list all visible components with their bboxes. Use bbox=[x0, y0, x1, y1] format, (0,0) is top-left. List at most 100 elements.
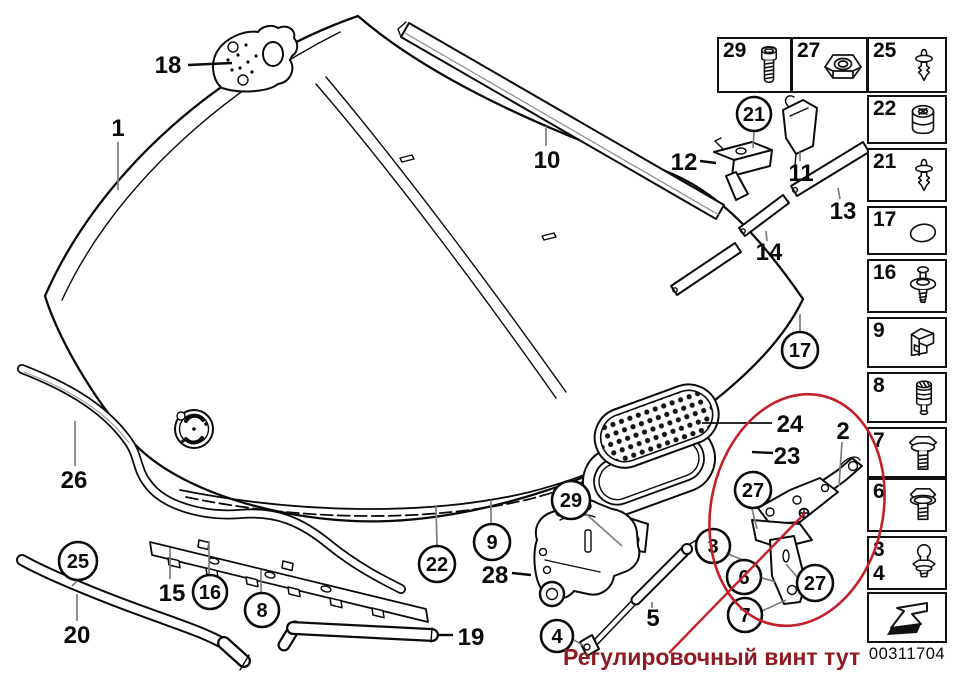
rear-seal-strip bbox=[397, 21, 725, 220]
flange-bolt-washer-icon bbox=[909, 487, 937, 521]
callout-10[interactable]: 10 bbox=[534, 147, 561, 174]
red-annotation-text: Регулировочный винт тут bbox=[563, 644, 861, 670]
callout-8[interactable]: 8 bbox=[243, 591, 281, 629]
callout-29[interactable]: 29 bbox=[550, 479, 592, 521]
callout-11[interactable]: 11 bbox=[788, 160, 813, 187]
bracket-12 bbox=[713, 137, 773, 201]
callout-6[interactable]: 6 bbox=[725, 558, 763, 596]
legend-cell-3-4[interactable]: 3 4 bbox=[867, 536, 947, 590]
callout-7[interactable]: 7 bbox=[726, 596, 764, 634]
legend-cell-21[interactable]: 21 bbox=[867, 148, 947, 202]
callout-2[interactable]: 2 bbox=[836, 418, 849, 445]
hood-emblem bbox=[174, 409, 214, 449]
doc-arrow-icon bbox=[887, 601, 928, 635]
callout-15[interactable]: 15 bbox=[159, 580, 186, 607]
legend-cell-16[interactable]: 16 bbox=[867, 259, 947, 313]
side-seal-strips bbox=[670, 141, 870, 296]
ball-stud-icon bbox=[912, 544, 936, 578]
callout-21[interactable]: 21 bbox=[735, 95, 773, 133]
svg-text:29: 29 bbox=[560, 490, 582, 512]
callout-27-upper[interactable]: 27 bbox=[733, 470, 773, 510]
bump-stop-icon bbox=[915, 379, 933, 415]
tube-20 bbox=[16, 554, 251, 671]
hinge-plate-18 bbox=[212, 24, 299, 93]
callout-23[interactable]: 23 bbox=[774, 443, 801, 470]
hood-slot bbox=[541, 232, 557, 241]
legend-num: 9 bbox=[873, 319, 885, 342]
legend-num: 8 bbox=[873, 374, 885, 397]
callout-14[interactable]: 14 bbox=[756, 239, 783, 266]
callout-13[interactable]: 13 bbox=[830, 198, 857, 225]
legend-cell-25[interactable]: 25 bbox=[867, 37, 947, 93]
svg-text:21: 21 bbox=[743, 104, 765, 126]
legend-cell-9[interactable]: 9 bbox=[867, 317, 947, 368]
legend-num: 6 bbox=[873, 480, 885, 503]
legend-cell-29[interactable]: 29 bbox=[717, 37, 792, 93]
socket-head-screw-icon bbox=[760, 46, 778, 84]
svg-text:27: 27 bbox=[804, 573, 826, 595]
hood-lock-28 bbox=[533, 499, 649, 608]
legend-num: 7 bbox=[873, 429, 885, 452]
callout-16[interactable]: 16 bbox=[191, 573, 229, 611]
document-number: 00311704 bbox=[868, 645, 946, 663]
tube-19 bbox=[277, 620, 439, 652]
svg-text:25: 25 bbox=[67, 551, 89, 573]
legend-num: 25 bbox=[873, 39, 897, 62]
legend-num: 22 bbox=[873, 97, 897, 120]
callout-27-lower[interactable]: 27 bbox=[795, 563, 835, 603]
callout-20[interactable]: 20 bbox=[64, 622, 91, 649]
callout-1[interactable]: 1 bbox=[111, 115, 124, 142]
callout-17[interactable]: 17 bbox=[780, 330, 820, 370]
circled-callouts: 21 17 25 16 8 22 9 29 4 27 3 6 7 27 bbox=[57, 95, 835, 654]
legend-num: 16 bbox=[873, 261, 897, 284]
legend-cell-doc-arrow[interactable] bbox=[867, 592, 947, 643]
legend-cell-17[interactable]: 17 bbox=[867, 206, 947, 255]
svg-text:8: 8 bbox=[256, 600, 267, 622]
legend-num: 3 bbox=[873, 538, 885, 561]
svg-text:22: 22 bbox=[426, 554, 448, 576]
legend-cell-22[interactable]: 22 bbox=[867, 95, 947, 144]
legend-cell-8[interactable]: 8 bbox=[867, 372, 947, 423]
callout-19[interactable]: 19 bbox=[458, 624, 485, 651]
bracket-15 bbox=[149, 539, 429, 623]
flange-bolt-icon bbox=[908, 435, 938, 470]
legend-cell-27[interactable]: 27 bbox=[791, 37, 868, 93]
expansion-rivet-icon bbox=[915, 48, 933, 82]
callout-18[interactable]: 18 bbox=[155, 52, 182, 79]
legend-num: 29 bbox=[723, 39, 747, 62]
front-seal-26 bbox=[17, 364, 406, 594]
callout-22[interactable]: 22 bbox=[417, 544, 457, 584]
washer-rivet-icon bbox=[909, 266, 937, 304]
svg-text:9: 9 bbox=[486, 532, 497, 554]
svg-text:6: 6 bbox=[738, 567, 749, 589]
callout-5[interactable]: 5 bbox=[646, 605, 659, 632]
callout-4[interactable]: 4 bbox=[539, 618, 575, 654]
grommet-icon bbox=[911, 104, 935, 134]
expansion-rivet-icon bbox=[915, 158, 933, 192]
legend-num: 27 bbox=[797, 39, 821, 62]
callout-25[interactable]: 25 bbox=[57, 540, 99, 582]
callout-26[interactable]: 26 bbox=[61, 467, 88, 494]
clamp-clip-icon bbox=[910, 327, 935, 356]
legend-num: 21 bbox=[873, 150, 897, 173]
bracket-11 bbox=[782, 95, 818, 167]
svg-text:17: 17 bbox=[789, 340, 811, 362]
svg-text:7: 7 bbox=[739, 605, 750, 627]
hood-slot bbox=[399, 154, 415, 163]
legend-cell-6[interactable]: 6 bbox=[867, 478, 947, 532]
legend-cell-7[interactable]: 7 bbox=[867, 427, 947, 478]
legend-num: 4 bbox=[873, 562, 885, 585]
svg-text:4: 4 bbox=[551, 626, 563, 648]
svg-text:16: 16 bbox=[199, 582, 221, 604]
svg-text:3: 3 bbox=[707, 536, 718, 558]
svg-text:27: 27 bbox=[742, 480, 764, 502]
callout-3[interactable]: 3 bbox=[694, 527, 732, 565]
callout-9[interactable]: 9 bbox=[472, 522, 512, 562]
callout-28[interactable]: 28 bbox=[482, 562, 509, 589]
callout-12[interactable]: 12 bbox=[671, 149, 698, 176]
callout-24[interactable]: 24 bbox=[777, 411, 804, 438]
oval-plug-icon bbox=[909, 222, 937, 242]
hex-nut-icon bbox=[824, 54, 862, 79]
